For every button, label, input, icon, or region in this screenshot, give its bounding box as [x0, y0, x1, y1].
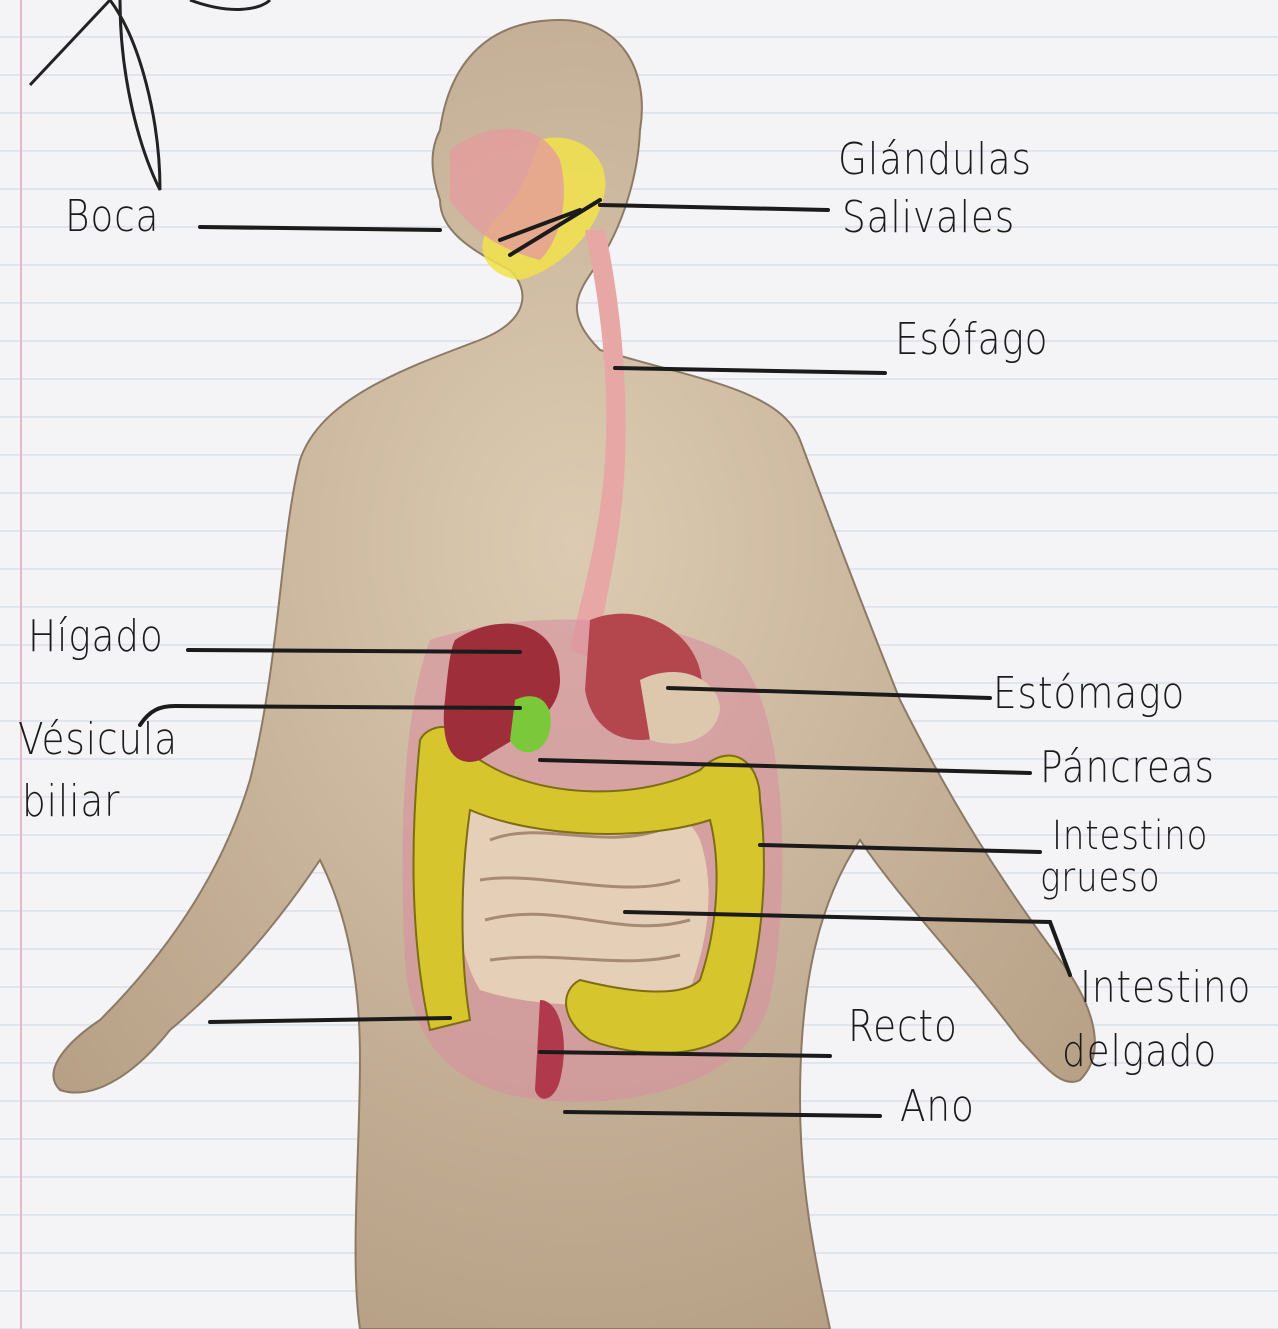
label-glandulas-line1: Glándulas [838, 138, 1032, 182]
corner-doodle [30, 0, 270, 190]
label-intestino-grueso-line1: Intestino [1052, 816, 1208, 856]
label-vesicula-line1: Vésicula [18, 718, 178, 762]
label-estomago: Estómago [993, 672, 1185, 716]
label-pancreas: Páncreas [1040, 746, 1215, 790]
label-vesicula-line2: biliar [22, 780, 120, 824]
label-glandulas-line2: Salivales [842, 196, 1015, 240]
label-esofago: Esófago [895, 318, 1048, 362]
label-ano: Ano [900, 1085, 975, 1129]
label-boca: Boca [65, 195, 159, 239]
label-intestino-delgado-line2: delgado [1062, 1030, 1217, 1074]
label-recto: Recto [848, 1005, 958, 1049]
label-intestino-delgado-line1: Intestino [1080, 966, 1251, 1010]
label-higado: Hígado [28, 615, 164, 659]
label-intestino-grueso-line2: grueso [1040, 858, 1160, 898]
